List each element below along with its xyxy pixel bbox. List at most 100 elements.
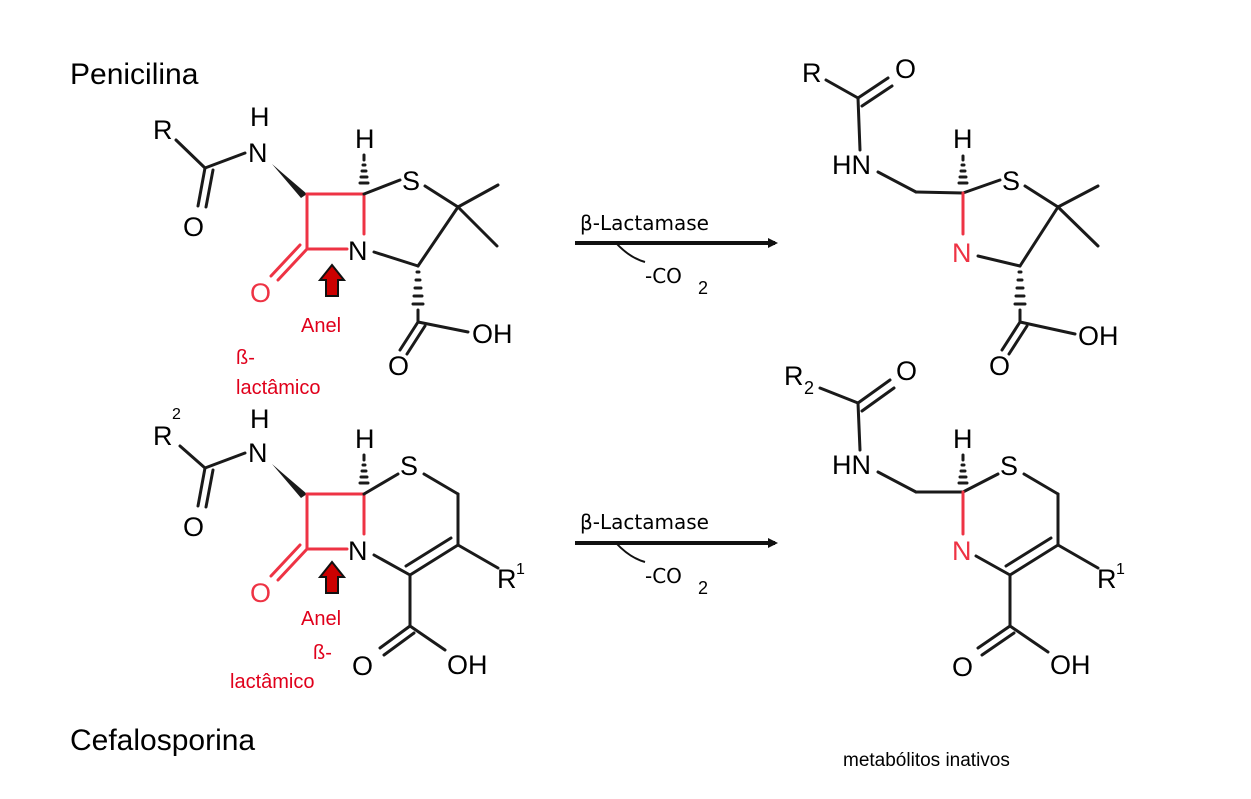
methyl: [1056, 205, 1100, 248]
side-arrow: [615, 542, 646, 563]
cephalosporin-structure: R 2 H O N O N H S R 1: [153, 404, 525, 681]
byproduct-label: -CO: [645, 264, 682, 288]
bond: [856, 378, 892, 405]
bond: [405, 324, 427, 356]
atom-S: S: [400, 451, 418, 481]
bond: [876, 170, 918, 194]
atom-O: O: [352, 651, 373, 681]
atom-N: N: [348, 236, 368, 266]
bond: [980, 631, 1016, 657]
atom-R2-subscript: 2: [804, 378, 814, 398]
bond: [860, 386, 896, 413]
atom-HN: HN: [832, 450, 871, 480]
bond: [203, 151, 247, 170]
atom-O: O: [183, 212, 204, 242]
side-arrow: [615, 242, 646, 263]
enzyme-label: β-Lactamase: [580, 211, 709, 235]
bond: [404, 536, 453, 568]
atom-O: O: [895, 54, 916, 84]
ring-bond: [276, 547, 309, 582]
bond: [1008, 624, 1050, 654]
bond: [856, 96, 862, 152]
bond: [174, 138, 207, 170]
enzyme-label: β-Lactamase: [580, 510, 709, 534]
bond: [876, 470, 918, 494]
bond: [422, 472, 460, 496]
cephalosporin-product: R 2 O HN H S R 1 N O OH: [784, 356, 1125, 682]
bond: [976, 254, 1022, 268]
penicillin-title: Penicilina: [70, 58, 199, 91]
bond: [408, 624, 447, 652]
bond: [362, 472, 400, 496]
attack-site-arrow-icon: [317, 560, 347, 594]
penicillin-structure: R O H N O N H S: [153, 102, 513, 381]
atom-S: S: [402, 166, 420, 196]
bond: [1018, 320, 1077, 336]
atom-OH: OH: [1078, 321, 1119, 351]
bond: [1056, 543, 1100, 570]
atom-R1: R: [497, 564, 517, 594]
atom-O: O: [183, 512, 204, 542]
bond: [856, 76, 890, 100]
bond: [456, 543, 500, 570]
ring-label-line3: lactâmico: [230, 671, 314, 693]
bond: [1000, 320, 1022, 352]
bond: [1023, 184, 1060, 209]
ring-label-line2: ß-: [236, 347, 255, 369]
bond: [372, 250, 420, 268]
atom-R1-superscript: 1: [1116, 561, 1125, 578]
bond: [398, 320, 420, 352]
wedge-bond: [272, 464, 307, 498]
bond: [408, 543, 460, 577]
atom-R: R: [153, 115, 173, 145]
ring-label-line1: Anel: [301, 315, 341, 337]
bond: [362, 178, 402, 196]
bond: [1008, 543, 1060, 577]
bond: [416, 320, 470, 334]
bond: [1004, 536, 1053, 568]
bond: [382, 631, 416, 657]
bond: [196, 466, 207, 508]
atom-O: O: [952, 652, 973, 682]
ring-bond: [276, 247, 309, 282]
bond: [974, 554, 1012, 577]
bond: [423, 184, 460, 209]
bond: [824, 78, 860, 100]
bond: [1018, 205, 1060, 268]
atom-H: H: [953, 124, 973, 154]
atom-O: O: [250, 578, 271, 608]
atom-R2: R: [153, 421, 173, 451]
bond: [372, 553, 412, 577]
ring-bond: [269, 543, 302, 578]
atom-N: N: [952, 536, 972, 566]
atom-O: O: [989, 351, 1010, 381]
bond: [416, 205, 460, 268]
atom-R1: R: [1097, 564, 1117, 594]
byproduct-subscript: 2: [698, 578, 708, 598]
methyl: [1056, 184, 1100, 209]
atom-R1-superscript: 1: [516, 561, 525, 578]
atom-N: N: [952, 238, 972, 268]
bond: [961, 178, 1002, 195]
methyl: [456, 205, 499, 248]
atom-H: H: [953, 424, 973, 454]
ring-label-line3: lactâmico: [236, 377, 320, 399]
bond: [914, 190, 965, 195]
atom-H: H: [250, 404, 270, 434]
products-label: metabólitos inativos: [843, 750, 1010, 771]
atom-O: O: [388, 351, 409, 381]
cephalosporin-title: Cefalosporina: [70, 724, 255, 757]
atom-OH: OH: [447, 650, 488, 680]
bond: [178, 444, 207, 470]
penicilloic-acid-product: R O HN H S N O OH: [802, 54, 1119, 381]
atom-R2-superscript: 2: [172, 406, 181, 423]
wedge-bond: [272, 164, 307, 198]
atom-N: N: [348, 536, 368, 566]
atom-OH: OH: [1050, 650, 1091, 680]
atom-H: H: [355, 124, 375, 154]
reaction-arrow-top: β-Lactamase -CO 2: [575, 211, 778, 298]
byproduct-label: -CO: [645, 564, 682, 588]
atom-O: O: [250, 278, 271, 308]
atom-R2: R: [784, 361, 804, 391]
